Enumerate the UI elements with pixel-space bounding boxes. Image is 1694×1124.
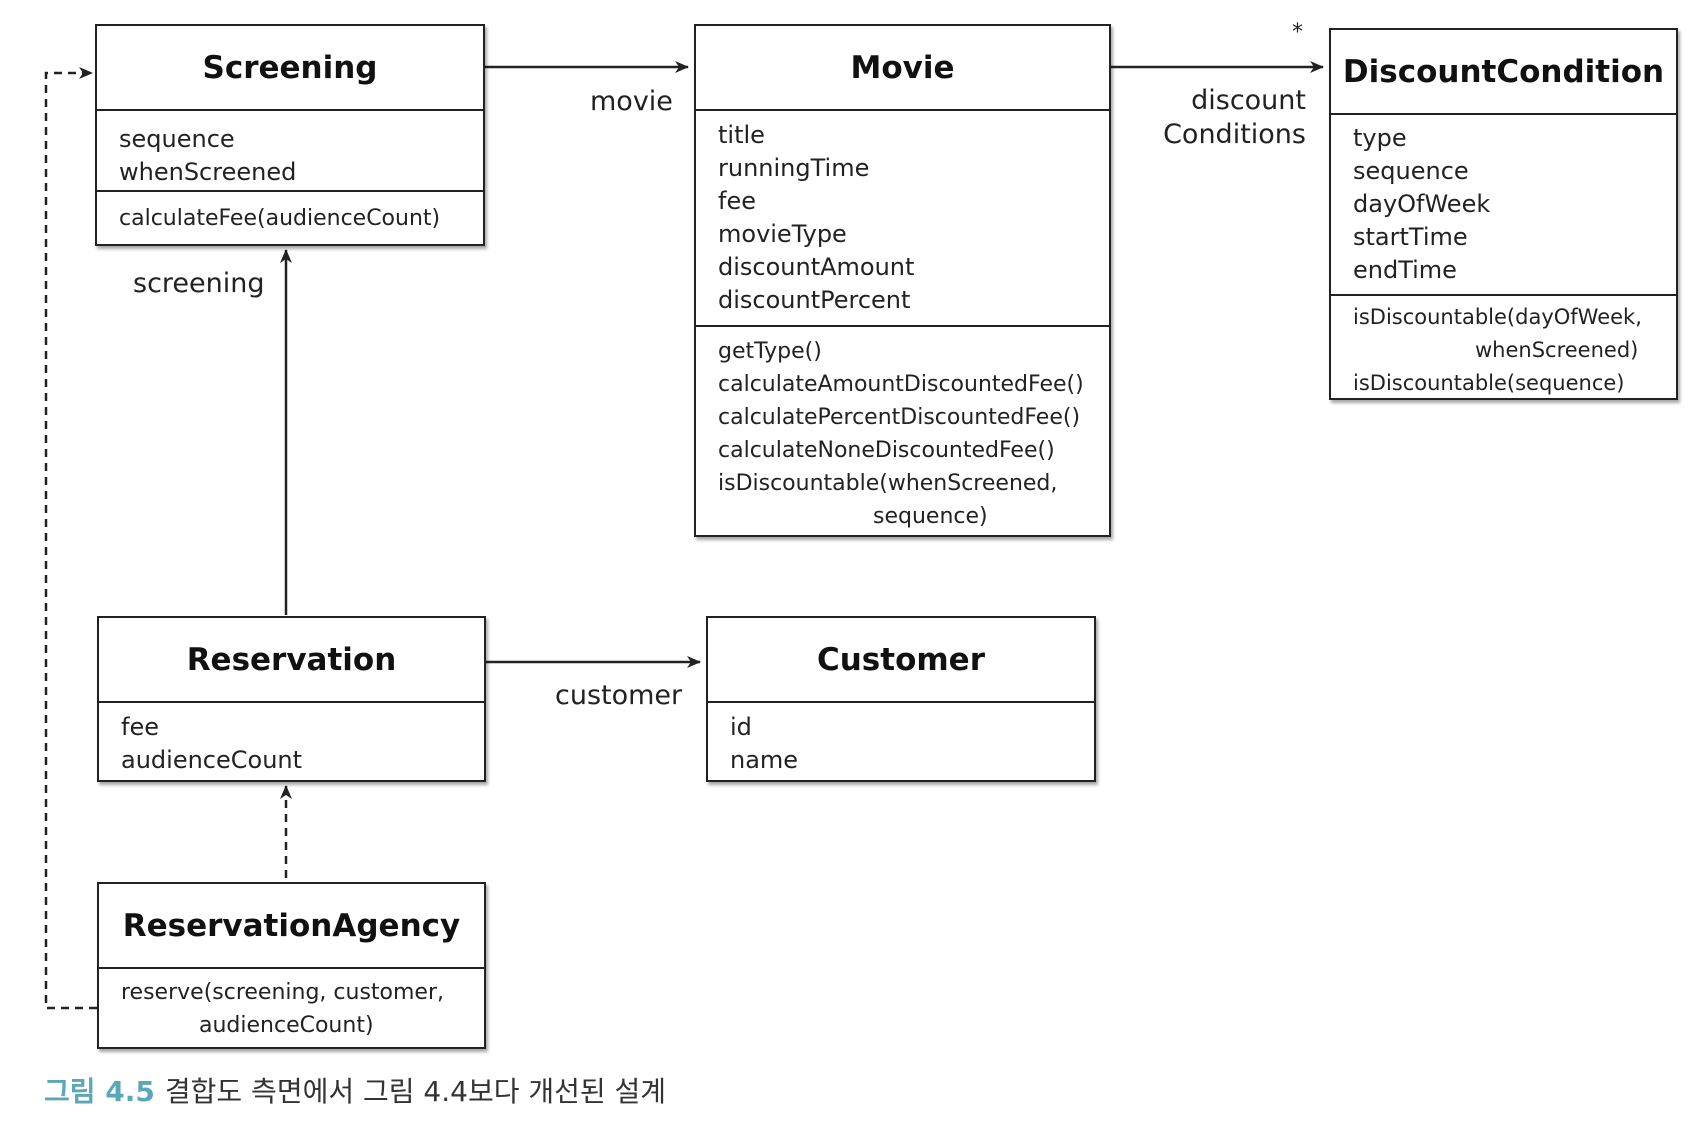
- figure-caption-text: 결합도 측면에서 그림 4.4보다 개선된 설계: [164, 1075, 667, 1108]
- method: isDiscountable(sequence): [1353, 371, 1625, 395]
- attribute: sequence: [119, 125, 235, 153]
- method: calculateFee(audienceCount): [119, 206, 441, 231]
- screening-class: Screening sequence whenScreened calculat…: [95, 24, 485, 246]
- reservation-attributes: fee audienceCount: [99, 703, 484, 777]
- attribute: sequence: [1353, 157, 1469, 185]
- method-continuation: whenScreened): [1475, 338, 1639, 362]
- method-continuation: sequence): [873, 504, 988, 529]
- attribute: startTime: [1353, 223, 1468, 251]
- attribute: endTime: [1353, 256, 1457, 284]
- attribute: discountPercent: [718, 286, 911, 314]
- movie-class-name: Movie: [696, 26, 1109, 111]
- discountcondition-attributes: type sequence dayOfWeek startTime endTim…: [1331, 115, 1676, 294]
- discountcondition-methods: isDiscountable(dayOfWeek, whenScreened) …: [1331, 294, 1676, 400]
- movie-class: Movie title runningTime fee movieType di…: [694, 24, 1111, 537]
- method-continuation: audienceCount): [199, 1013, 374, 1038]
- attribute: name: [730, 746, 799, 774]
- discount-conditions-role-label: discount Conditions: [1140, 84, 1306, 152]
- attribute: discountAmount: [718, 253, 915, 281]
- method: reserve(screening, customer,: [121, 980, 445, 1005]
- method: calculateNoneDiscountedFee(): [718, 438, 1055, 463]
- attribute: fee: [718, 187, 756, 215]
- attribute: audienceCount: [121, 746, 303, 774]
- reservationagency-class-name: ReservationAgency: [99, 884, 484, 969]
- figure-caption: 그림 4.5 결합도 측면에서 그림 4.4보다 개선된 설계: [44, 1070, 666, 1110]
- multiplicity-label: *: [1292, 20, 1303, 45]
- customer-attributes: id name: [708, 703, 1094, 777]
- reservationagency-methods: reserve(screening, customer, audienceCou…: [99, 969, 484, 1042]
- attribute: fee: [121, 713, 159, 741]
- agency-screening-dependency: [44, 67, 97, 1010]
- attribute: whenScreened: [119, 158, 297, 186]
- movie-role-label: movie: [590, 86, 673, 117]
- discountcondition-class-name: DiscountCondition: [1331, 30, 1676, 115]
- figure-number: 그림 4.5: [44, 1075, 155, 1108]
- discountcondition-class: DiscountCondition type sequence dayOfWee…: [1329, 28, 1678, 400]
- attribute: dayOfWeek: [1353, 190, 1491, 218]
- method: isDiscountable(dayOfWeek,: [1353, 305, 1642, 329]
- movie-attributes: title runningTime fee movieType discount…: [696, 111, 1109, 325]
- attribute: title: [718, 121, 765, 149]
- attribute: movieType: [718, 220, 847, 248]
- reservation-class-name: Reservation: [99, 618, 484, 703]
- customer-class-name: Customer: [708, 618, 1094, 703]
- discount-conditions-role-line: discount: [1191, 85, 1306, 116]
- method: isDiscountable(whenScreened,: [718, 471, 1058, 496]
- reservationagency-class: ReservationAgency reserve(screening, cus…: [97, 882, 486, 1049]
- screening-attributes: sequence whenScreened: [97, 111, 483, 190]
- movie-methods: getType() calculateAmountDiscountedFee()…: [696, 325, 1109, 533]
- screening-methods: calculateFee(audienceCount): [97, 190, 483, 235]
- discount-conditions-role-line: Conditions: [1163, 119, 1306, 150]
- attribute: runningTime: [718, 154, 870, 182]
- attribute: id: [730, 713, 752, 741]
- reservation-class: Reservation fee audienceCount: [97, 616, 486, 782]
- method: calculateAmountDiscountedFee(): [718, 372, 1084, 397]
- screening-role-label: screening: [133, 268, 265, 299]
- attribute: type: [1353, 124, 1407, 152]
- customer-role-label: customer: [555, 680, 683, 711]
- method: getType(): [718, 339, 822, 364]
- customer-class: Customer id name: [706, 616, 1096, 782]
- method: calculatePercentDiscountedFee(): [718, 405, 1081, 430]
- screening-class-name: Screening: [97, 26, 483, 111]
